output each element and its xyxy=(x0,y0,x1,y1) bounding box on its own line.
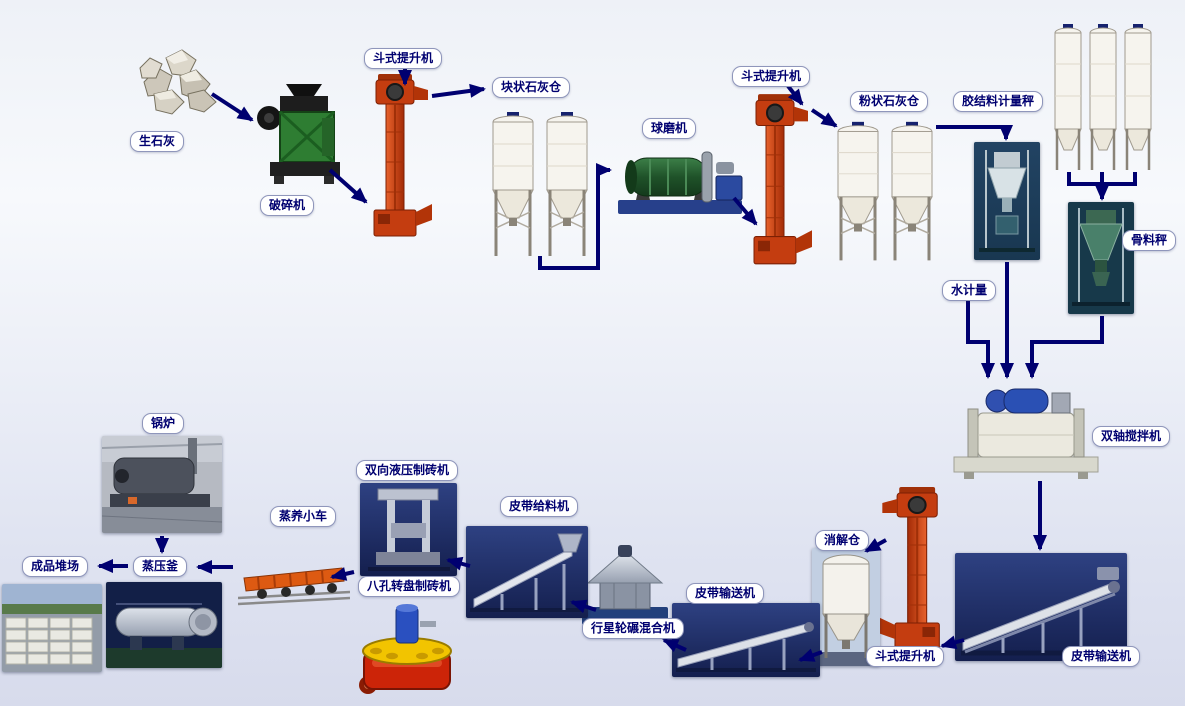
autoclave-machine xyxy=(106,582,222,668)
belt-conveyor-icon xyxy=(672,603,820,677)
ball-mill-icon xyxy=(618,151,743,214)
silo-pair-icon xyxy=(836,120,934,262)
belt-feeder-machine xyxy=(466,526,588,618)
arrow-elevator1-to-lump-silo xyxy=(431,83,486,98)
belt-conveyor-mid-machine xyxy=(672,603,820,677)
digestion-silo-icon xyxy=(812,548,880,666)
bucket-elevator-3 xyxy=(876,485,952,653)
quicklime-pile-icon xyxy=(139,49,217,115)
label-planetary-mixer: 行星轮碾混合机 xyxy=(582,618,685,639)
label-boiler: 锅炉 xyxy=(142,413,185,434)
silo-pair-icon xyxy=(491,110,589,258)
rotary-press-machine xyxy=(352,599,462,701)
label-powder-lime-silo: 粉状石灰仓 xyxy=(850,91,929,112)
hydraulic-press-machine xyxy=(360,483,457,576)
bucket-elevator-icon xyxy=(877,485,941,651)
belt-conveyor-icon xyxy=(955,553,1127,661)
label-quicklime: 生石灰 xyxy=(130,131,185,152)
label-crusher: 破碎机 xyxy=(260,195,315,216)
bucket-elevator-1 xyxy=(362,72,434,240)
label-bucket-elevator-2: 斗式提升机 xyxy=(732,66,811,87)
storage-silos xyxy=(1050,16,1154,178)
arrow-water-to-mixer xyxy=(966,301,995,379)
label-rotary-press: 八孔转盘制砖机 xyxy=(358,576,461,597)
belt-conveyor-right-machine xyxy=(955,553,1127,661)
silo-triple-icon xyxy=(1053,22,1153,172)
lump-lime-silos xyxy=(487,108,595,266)
bucket-elevator-2 xyxy=(742,92,814,268)
twin-shaft-mixer-icon xyxy=(953,388,1099,479)
crusher-machine xyxy=(256,84,351,188)
digestion-silo-machine xyxy=(812,548,880,666)
label-ball-mill: 球磨机 xyxy=(642,118,697,139)
label-twin-shaft-mixer: 双轴搅拌机 xyxy=(1092,426,1171,447)
label-steam-cart: 蒸养小车 xyxy=(270,506,337,527)
bucket-elevator-icon xyxy=(373,73,433,237)
boiler-machine xyxy=(102,436,222,533)
product-yard-icon xyxy=(2,584,102,672)
arrow-powder-silo-to-binder-scale xyxy=(936,125,1013,141)
quicklime-pile xyxy=(138,46,220,120)
steam-cart-icon xyxy=(238,567,350,606)
hydraulic-press-icon xyxy=(360,483,457,576)
autoclave-icon xyxy=(106,582,222,668)
label-bucket-elevator-3: 斗式提升机 xyxy=(866,646,945,667)
belt-feeder-icon xyxy=(466,526,588,618)
label-hydraulic-press: 双向液压制砖机 xyxy=(356,460,459,481)
label-belt-conveyor-mid: 皮带输送机 xyxy=(686,583,765,604)
binder-scale-icon xyxy=(974,142,1040,260)
label-binder-scale: 胶结料计量秤 xyxy=(953,91,1044,112)
label-aggregate-scale: 骨料秤 xyxy=(1122,230,1177,251)
twin-shaft-mixer-machine xyxy=(950,383,1102,480)
ball-mill-machine xyxy=(616,138,744,220)
label-lump-lime-silo: 块状石灰仓 xyxy=(492,77,571,98)
powder-lime-silos xyxy=(832,118,940,270)
rotary-press-icon xyxy=(359,604,452,694)
label-water-meter: 水计量 xyxy=(942,280,997,301)
label-product-yard: 成品堆场 xyxy=(22,556,89,577)
label-belt-conveyor-right: 皮带输送机 xyxy=(1062,646,1141,667)
aggregate-scale-machine xyxy=(1068,202,1134,314)
arrow-aggregate-scale-to-mixer xyxy=(1025,316,1104,379)
aggregate-scale-icon xyxy=(1068,202,1134,314)
label-autoclave: 蒸压釜 xyxy=(133,556,188,577)
binder-scale-machine xyxy=(974,142,1040,260)
bucket-elevator-icon xyxy=(752,93,814,265)
product-yard xyxy=(2,584,102,672)
label-digestion-silo: 消解仓 xyxy=(815,530,870,551)
crusher-icon xyxy=(257,84,340,184)
label-belt-feeder: 皮带给料机 xyxy=(500,496,579,517)
label-bucket-elevator-1: 斗式提升机 xyxy=(364,48,443,69)
steam-curing-cart xyxy=(238,548,350,606)
boiler-icon xyxy=(102,436,222,533)
